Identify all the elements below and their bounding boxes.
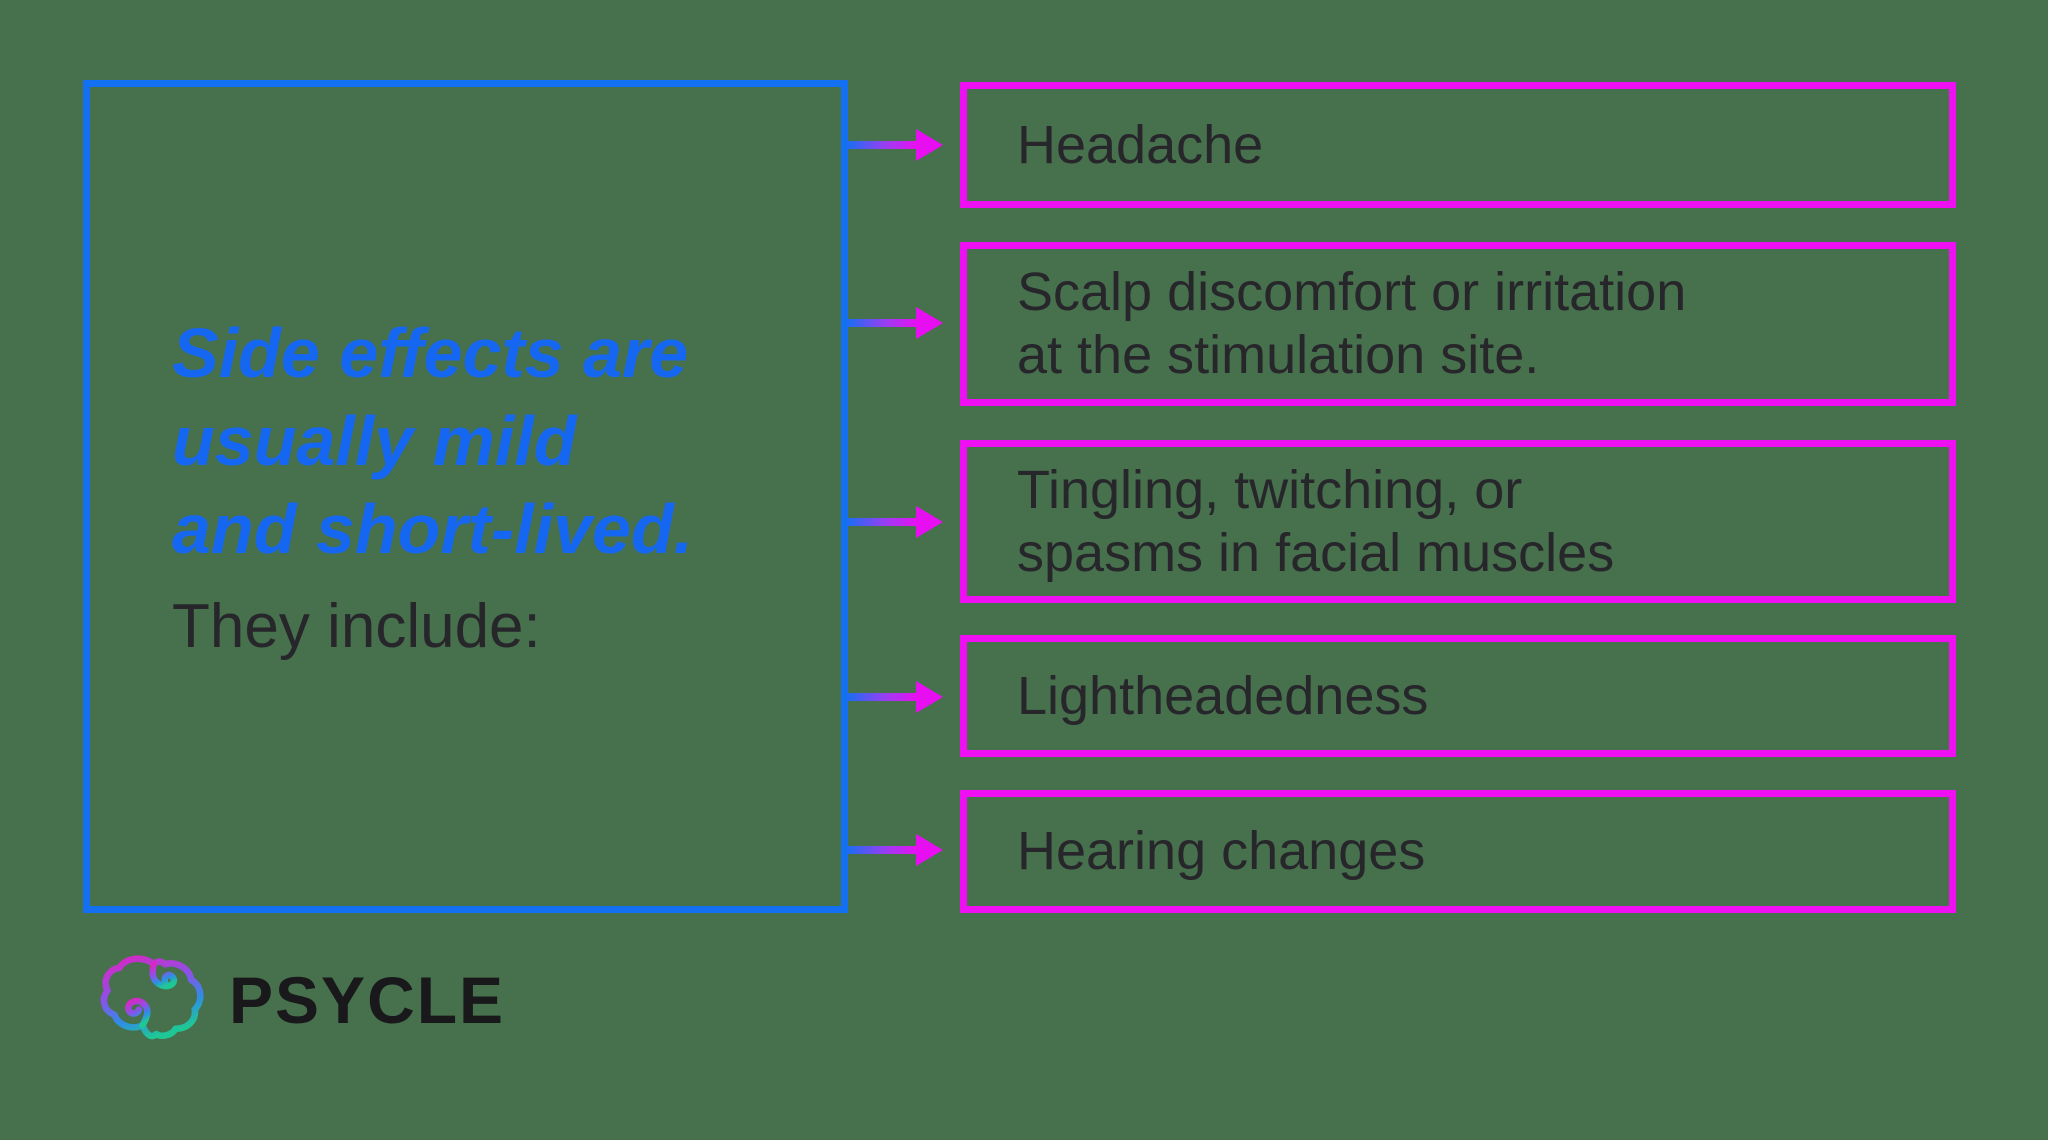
connector-arrow bbox=[846, 681, 943, 713]
connector-arrow bbox=[846, 506, 943, 538]
arrow-shaft bbox=[846, 693, 918, 701]
effect-box-hearing-changes: Hearing changes bbox=[960, 790, 1956, 913]
effect-box-tingling: Tingling, twitching, or spasms in facial… bbox=[960, 440, 1956, 603]
intro-text-block: Side effects are usually mild and short-… bbox=[172, 309, 812, 664]
arrow-shaft bbox=[846, 141, 918, 149]
arrow-shaft bbox=[846, 518, 918, 526]
arrow-shaft bbox=[846, 319, 918, 327]
effect-box-scalp-discomfort: Scalp discomfort or irritation at the st… bbox=[960, 242, 1956, 406]
arrow-right-icon bbox=[916, 307, 943, 339]
connector-arrow bbox=[846, 129, 943, 161]
connector-arrow bbox=[846, 307, 943, 339]
arrow-right-icon bbox=[916, 834, 943, 866]
effect-label: Hearing changes bbox=[1017, 821, 1426, 882]
effect-label: Tingling, twitching, or spasms in facial… bbox=[1017, 459, 1615, 583]
logo: PSYCLE bbox=[98, 948, 505, 1052]
logo-brand-text: PSYCLE bbox=[229, 963, 506, 1037]
effect-label: Lightheadedness bbox=[1017, 665, 1429, 726]
intro-subline: They include: bbox=[172, 591, 541, 661]
arrow-shaft bbox=[846, 846, 918, 854]
connector-arrow bbox=[846, 834, 943, 866]
intro-box: Side effects are usually mild and short-… bbox=[83, 80, 848, 913]
intro-headline: Side effects are usually mild and short-… bbox=[172, 314, 694, 569]
effect-box-lightheadedness: Lightheadedness bbox=[960, 635, 1956, 757]
effect-label: Headache bbox=[1017, 114, 1264, 175]
arrow-right-icon bbox=[916, 506, 943, 538]
brain-icon bbox=[98, 952, 213, 1048]
effect-label: Scalp discomfort or irritation at the st… bbox=[1017, 262, 1687, 385]
arrow-right-icon bbox=[916, 129, 943, 161]
effect-box-headache: Headache bbox=[960, 82, 1956, 208]
arrow-right-icon bbox=[916, 681, 943, 713]
